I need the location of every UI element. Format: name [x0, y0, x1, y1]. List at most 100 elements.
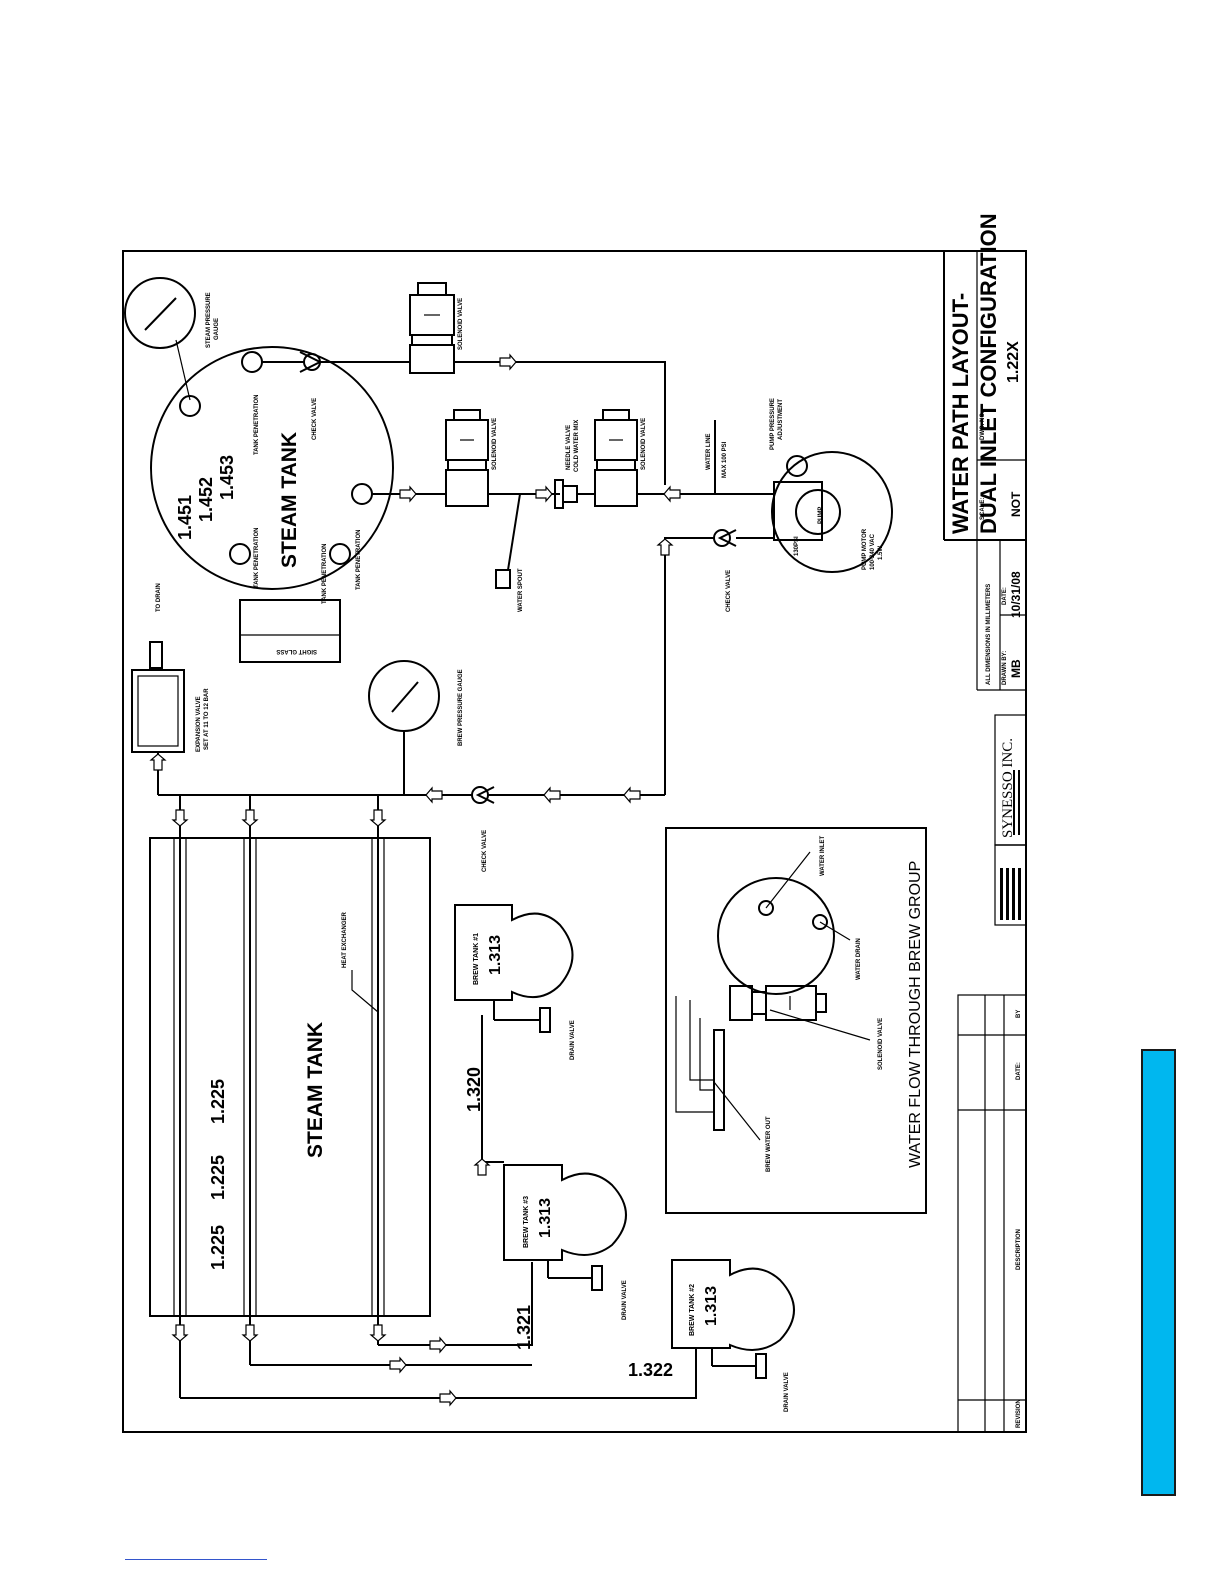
- water-line: WATER LINE MAX 100 PSI: [706, 420, 728, 494]
- date-label: DATE:: [1002, 587, 1008, 605]
- svg-text:PUMP PRESSURE: PUMP PRESSURE: [770, 398, 776, 450]
- to-drain-label: TO DRAIN: [156, 583, 162, 612]
- water-spout: WATER SPOUT: [495, 493, 524, 612]
- company-name: SYNESSO INC.: [1000, 738, 1016, 838]
- check-valve-top: [262, 351, 410, 373]
- svg-text:SOLENOID VALVE: SOLENOID VALVE: [641, 418, 647, 470]
- check-valve-right: CHECK VALVE: [664, 529, 774, 795]
- part-1451: 1.451: [175, 495, 195, 540]
- svg-text:130PSI: 130PSI: [794, 536, 800, 556]
- line-1322: 1.322: [628, 1360, 673, 1380]
- brew-pressure-gauge: BREW PRESSURE GAUGE: [368, 660, 464, 795]
- part-1453: 1.453: [217, 455, 237, 500]
- heat-exchanger-label: HEAT EXCHANGER: [342, 911, 348, 968]
- solenoid-valve-3: SOLENOID VALVE: [594, 409, 647, 507]
- svg-text:BREW WATER OUT: BREW WATER OUT: [766, 1116, 772, 1172]
- dwg-label: DWG. NO.: [980, 411, 986, 440]
- dims-note: ALL DIMENSIONS IN MILLIMETERS: [986, 584, 992, 685]
- drawn-by-label: DRAWN BY:: [1002, 651, 1008, 685]
- svg-text:GAUGE: GAUGE: [214, 318, 220, 340]
- logo-fineprint: [1000, 770, 1021, 920]
- part-1452: 1.452: [196, 477, 216, 522]
- rev-date-label: DATE:: [1016, 1062, 1022, 1080]
- rev-revision-label: REVISION: [1016, 1399, 1022, 1428]
- svg-text:BREW TANK #1: BREW TANK #1: [473, 933, 480, 985]
- svg-text:MAX 100 PSI: MAX 100 PSI: [722, 441, 728, 478]
- steam-tank-lower: STEAM TANK HEAT EXCHANGER 1.225 1.225 1.…: [149, 795, 431, 1398]
- svg-text:1.225: 1.225: [208, 1225, 228, 1270]
- expansion-valve: TO DRAIN EXPANSION VALVE SET AT 11 TO 12…: [131, 583, 210, 795]
- tank-port: [351, 483, 373, 505]
- svg-text:WATER INLET: WATER INLET: [820, 835, 826, 876]
- line-1320: 1.320: [464, 1067, 484, 1112]
- svg-text:SIGHT GLASS: SIGHT GLASS: [276, 648, 317, 654]
- svg-text:100-240 VAC: 100-240 VAC: [870, 533, 876, 570]
- steam-tank-lower-label: STEAM TANK: [304, 1022, 327, 1158]
- steam-tank-label: STEAM TANK: [278, 432, 301, 568]
- svg-text:SOLENOID VALVE: SOLENOID VALVE: [458, 298, 464, 350]
- section-tab: [1141, 1049, 1176, 1496]
- inset-brew-group: WATER INLET WATER DRAIN SOLENOID VALVE B…: [665, 827, 927, 1214]
- svg-text:PUMP MOTOR: PUMP MOTOR: [862, 528, 868, 570]
- svg-text:WATER SPOUT: WATER SPOUT: [518, 568, 524, 612]
- scale-value: NOT: [1009, 491, 1023, 517]
- sight-glass: SIGHT GLASS: [239, 599, 341, 663]
- dwg-number: 1.22X: [1005, 341, 1022, 383]
- svg-text:1.313: 1.313: [703, 1286, 720, 1326]
- line-1321: 1.321: [514, 1305, 534, 1350]
- check-valve-label: CHECK VALVE: [312, 398, 318, 440]
- steam-tank-top: STEAM TANK 1.451 1.452 1.453 TANK PENETR…: [150, 346, 394, 604]
- svg-text:CHECK VALVE: CHECK VALVE: [726, 570, 732, 612]
- svg-text:CHECK VALVE: CHECK VALVE: [482, 830, 488, 872]
- svg-text:NEEDLE VALVE: NEEDLE VALVE: [566, 425, 572, 470]
- tank-penetration-label: TANK PENETRATION: [322, 544, 328, 604]
- tank-port: [229, 543, 251, 565]
- solenoid-valve-1: SOLENOID VALVE: [409, 282, 464, 374]
- svg-text:COLD WATER MIX: COLD WATER MIX: [574, 420, 580, 472]
- tank-penetration-label: TANK PENETRATION: [254, 528, 260, 588]
- svg-text:1.313: 1.313: [537, 1198, 554, 1238]
- title-block: WATER PATH LAYOUT- DUAL INLET CONFIGURAT…: [943, 213, 1027, 1433]
- solenoid-valve-2: SOLENOID VALVE: [445, 409, 498, 507]
- svg-text:WATER LINE: WATER LINE: [706, 433, 712, 470]
- svg-text:DRAIN VALVE: DRAIN VALVE: [570, 1020, 576, 1060]
- svg-text:SOLENOID VALVE: SOLENOID VALVE: [492, 418, 498, 470]
- svg-text:1.225: 1.225: [208, 1079, 228, 1124]
- svg-text:1.225: 1.225: [208, 1155, 228, 1200]
- svg-text:1.313: 1.313: [487, 935, 504, 975]
- svg-text:1.5W: 1.5W: [878, 546, 884, 560]
- flow-arrows: [149, 353, 681, 1407]
- date-value: 10/31/08: [1009, 571, 1023, 618]
- check-valve-mid: CHECK VALVE: [471, 786, 495, 872]
- title-line-1: WATER PATH LAYOUT-: [948, 293, 973, 534]
- svg-text:STEAM PRESSURE: STEAM PRESSURE: [206, 292, 212, 348]
- svg-text:DRAIN VALVE: DRAIN VALVE: [784, 1372, 790, 1412]
- tank-port: [241, 351, 263, 373]
- rev-description-label: DESCRIPTION: [1016, 1229, 1022, 1270]
- inset-title: WATER FLOW THROUGH BREW GROUP: [907, 861, 924, 1168]
- brew-tank-2: BREW TANK #2 1.313 DRAIN VALVE: [671, 1259, 795, 1412]
- footer-rule: [125, 1559, 267, 1560]
- rev-by-label: BY: [1016, 1010, 1022, 1018]
- svg-text:SET AT 11 TO 12 BAR: SET AT 11 TO 12 BAR: [204, 688, 210, 750]
- title-line-2: DUAL INLET CONFIGURATION: [976, 213, 1001, 534]
- tank-port: [179, 395, 201, 417]
- scale-label: SCALE:: [980, 498, 986, 520]
- svg-text:BREW TANK #3: BREW TANK #3: [523, 1196, 530, 1248]
- svg-text:SOLENOID VALVE: SOLENOID VALVE: [878, 1018, 884, 1070]
- brew-tank-3: BREW TANK #3 1.313 DRAIN VALVE: [503, 1164, 628, 1320]
- svg-text:DRAIN VALVE: DRAIN VALVE: [622, 1280, 628, 1320]
- tank-port: [329, 543, 351, 565]
- svg-text:WATER DRAIN: WATER DRAIN: [856, 938, 862, 980]
- pump: PUMP PUMP PRESSURE ADJUSTMENT PUMP MOTOR…: [770, 398, 893, 573]
- svg-text:EXPANSION VALVE: EXPANSION VALVE: [196, 696, 202, 752]
- drawn-by-value: MB: [1009, 659, 1023, 678]
- tank-penetration-label: TANK PENETRATION: [356, 530, 362, 590]
- svg-text:BREW TANK #2: BREW TANK #2: [689, 1284, 696, 1336]
- brew-tank-1: BREW TANK #1 1.313 DRAIN VALVE: [454, 904, 576, 1060]
- svg-text:ADJUSTMENT: ADJUSTMENT: [778, 399, 784, 440]
- svg-text:BREW PRESSURE GAUGE: BREW PRESSURE GAUGE: [458, 669, 464, 746]
- steam-pressure-gauge: STEAM PRESSURE GAUGE: [124, 277, 220, 401]
- svg-text:PUMP: PUMP: [818, 507, 824, 524]
